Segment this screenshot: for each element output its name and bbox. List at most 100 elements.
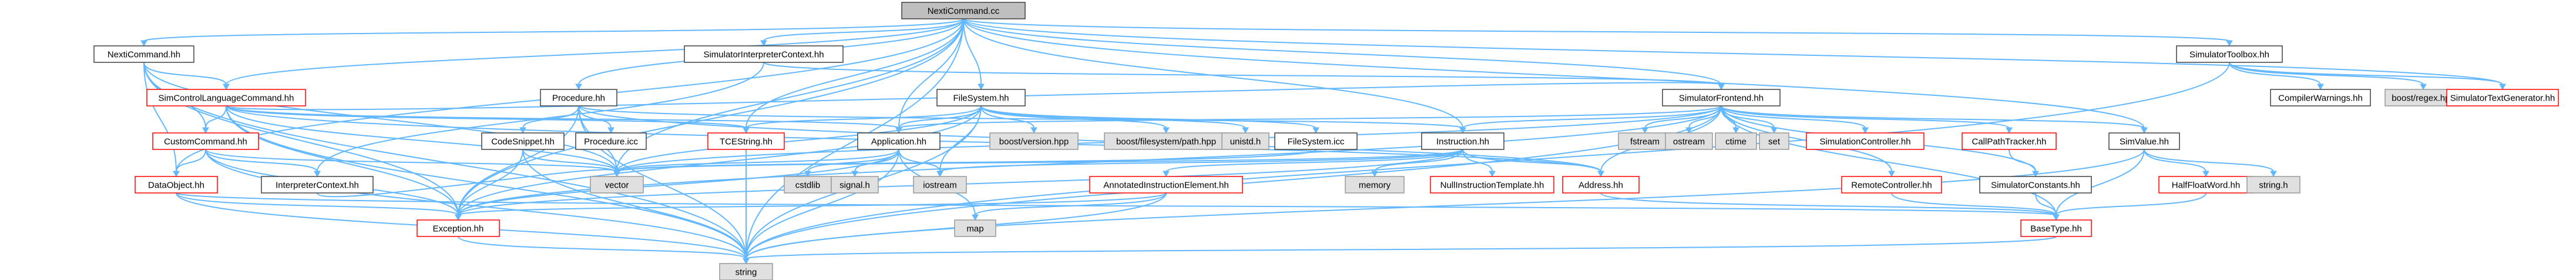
node-halffloat[interactable]: HalfFloatWord.hh — [2158, 176, 2253, 194]
node-label-application: Application.hh — [871, 137, 926, 147]
edge-simtoolbox-to-boostregex — [2229, 62, 2424, 85]
node-procedureicc[interactable]: Procedure.icc — [575, 132, 647, 150]
node-address[interactable]: Address.hh — [1562, 176, 1640, 194]
node-box-string — [719, 263, 773, 280]
node-label-vector: vector — [605, 181, 629, 191]
node-compilerwarnings[interactable]: CompilerWarnings.hh — [2270, 89, 2371, 106]
node-filesystemhh[interactable]: FileSystem.hh — [936, 89, 1026, 106]
node-codesnippet[interactable]: CodeSnippet.hh — [481, 132, 565, 150]
edge-root-to-simfrontend — [963, 18, 1722, 85]
node-interpctx[interactable]: InterpreterContext.hh — [261, 176, 374, 194]
node-procedure[interactable]: Procedure.hh — [540, 89, 617, 106]
node-box-simconstants — [1979, 176, 2092, 194]
node-simtoolbox[interactable]: SimulatorToolbox.hh — [2176, 45, 2283, 63]
node-label-simvalue: SimValue.hh — [2120, 137, 2169, 147]
node-label-interpctx: InterpreterContext.hh — [276, 181, 359, 191]
node-label-filesystemicc: FileSystem.icc — [1288, 137, 1345, 147]
arrowhead-nextihh-to-simcontrol — [223, 84, 230, 91]
node-callpath[interactable]: CallPathTracker.hh — [1962, 132, 2057, 150]
node-label-ostream: ostream — [1673, 137, 1705, 147]
node-root[interactable]: NextiCommand.cc — [901, 2, 1026, 19]
node-box-sicontext — [684, 45, 844, 63]
edge-instruction-to-annotated — [1166, 149, 1463, 172]
node-nullinstr[interactable]: NullInstructionTemplate.hh — [1430, 176, 1554, 194]
edge-root-to-simtoolbox — [963, 18, 2230, 42]
node-nextihh[interactable]: NextiCommand.hh — [93, 45, 194, 63]
arrowhead-instruction-to-iostream — [936, 171, 943, 178]
node-tcestring[interactable]: TCEString.hh — [707, 132, 785, 150]
edge-simvalue-to-stringh — [2144, 149, 2274, 172]
node-instruction[interactable]: Instruction.hh — [1421, 132, 1504, 150]
node-label-procedure: Procedure.hh — [552, 94, 605, 104]
arrowhead-procedure-to-codesnippet — [519, 127, 526, 134]
node-filesystemicc[interactable]: FileSystem.icc — [1274, 132, 1358, 150]
node-exception[interactable]: Exception.hh — [417, 219, 500, 237]
node-label-codesnippet: CodeSnippet.hh — [491, 137, 555, 147]
node-boostversion: boost/version.hpp — [989, 132, 1079, 150]
edge-instruction-to-iostream — [939, 149, 1463, 172]
node-box-filesystemicc — [1274, 132, 1358, 150]
arrowhead-simvalue-to-stringh — [2270, 171, 2277, 178]
node-box-basetype — [2020, 219, 2092, 237]
node-customcommand[interactable]: CustomCommand.hh — [152, 132, 259, 150]
node-label-exception: Exception.hh — [433, 224, 484, 234]
node-simcontroller[interactable]: SimulationController.hh — [1806, 132, 1925, 150]
node-sicontext[interactable]: SimulatorInterpreterContext.hh — [684, 45, 844, 63]
edge-root-to-simvalue — [963, 18, 2145, 129]
node-box-compilerwarnings — [2270, 89, 2371, 106]
node-label-cstdlib: cstdlib — [795, 181, 821, 191]
edge-root-to-exception — [458, 18, 964, 216]
node-box-map — [954, 219, 996, 237]
node-label-callpath: CallPathTracker.hh — [1972, 137, 2046, 147]
node-application[interactable]: Application.hh — [857, 132, 941, 150]
node-box-simcontroller — [1806, 132, 1925, 150]
edge-simvalue-to-string — [745, 149, 2145, 259]
arrowhead-simtoolbox-to-simtextgen — [2499, 84, 2506, 91]
arrowhead-customcommand-to-dataobject — [173, 171, 180, 178]
node-annotated[interactable]: AnnotatedInstructionElement.hh — [1089, 176, 1243, 194]
node-label-address: Address.hh — [1578, 181, 1623, 191]
edge-simtoolbox-to-compilerwarnings — [2229, 62, 2321, 85]
edge-simfrontend-to-application — [898, 105, 1722, 129]
arrowhead-filesystemhh-to-tcestring — [743, 127, 750, 134]
node-box-dataobject — [135, 176, 218, 194]
node-simvalue[interactable]: SimValue.hh — [2108, 132, 2180, 150]
edge-root-to-filesystemhh — [963, 18, 982, 85]
node-label-signalh: signal.h — [839, 181, 870, 191]
arrowhead-simtoolbox-to-compilerwarnings — [2317, 84, 2324, 91]
node-label-fstream: fstream — [1630, 137, 1660, 147]
node-label-basetype: BaseType.hh — [2030, 224, 2082, 234]
node-boostfspath: boost/filesystem/path.hpp — [1104, 132, 1228, 150]
node-label-customcommand: CustomCommand.hh — [164, 137, 247, 147]
arrowhead-simfrontend-to-set — [1771, 127, 1778, 134]
node-string: string — [719, 263, 773, 280]
node-basetype[interactable]: BaseType.hh — [2020, 219, 2092, 237]
node-box-simfrontend — [1662, 89, 1781, 106]
node-simcontrol[interactable]: SimControlLanguageCommand.hh — [146, 89, 306, 106]
arrowhead-simfrontend-to-application — [895, 127, 902, 134]
node-memory: memory — [1345, 176, 1405, 194]
arrowhead-simfrontend-to-ctime — [1732, 127, 1739, 134]
edge-simcontrol-to-application — [226, 105, 899, 129]
node-box-boostfspath — [1104, 132, 1228, 150]
node-remotectrl[interactable]: RemoteController.hh — [1841, 176, 1942, 194]
edge-simfrontend-to-instruction — [1462, 105, 1722, 129]
node-simtextgen[interactable]: SimulatorTextGenerator.hh — [2446, 89, 2559, 106]
edge-instruction-to-vector — [616, 149, 1463, 172]
arrowhead-customcommand-to-interpctx — [314, 171, 321, 178]
edge-instruction-to-address — [1462, 149, 1601, 172]
node-box-customcommand — [152, 132, 259, 150]
node-box-signalh — [831, 176, 879, 194]
edge-dataobject-to-exception — [176, 192, 459, 216]
arrowhead-root-to-procedure — [575, 84, 582, 91]
node-simfrontend[interactable]: SimulatorFrontend.hh — [1662, 89, 1781, 106]
arrowhead-simcontrol-to-simfrontend — [1718, 84, 1725, 91]
edge-root-to-sicontext — [763, 18, 964, 42]
node-simconstants[interactable]: SimulatorConstants.hh — [1979, 176, 2092, 194]
edge-filesystemhh-to-tcestring — [745, 105, 982, 129]
node-dataobject[interactable]: DataObject.hh — [135, 176, 218, 194]
node-box-simcontrol — [146, 89, 306, 106]
edge-application-to-vector — [616, 149, 899, 172]
